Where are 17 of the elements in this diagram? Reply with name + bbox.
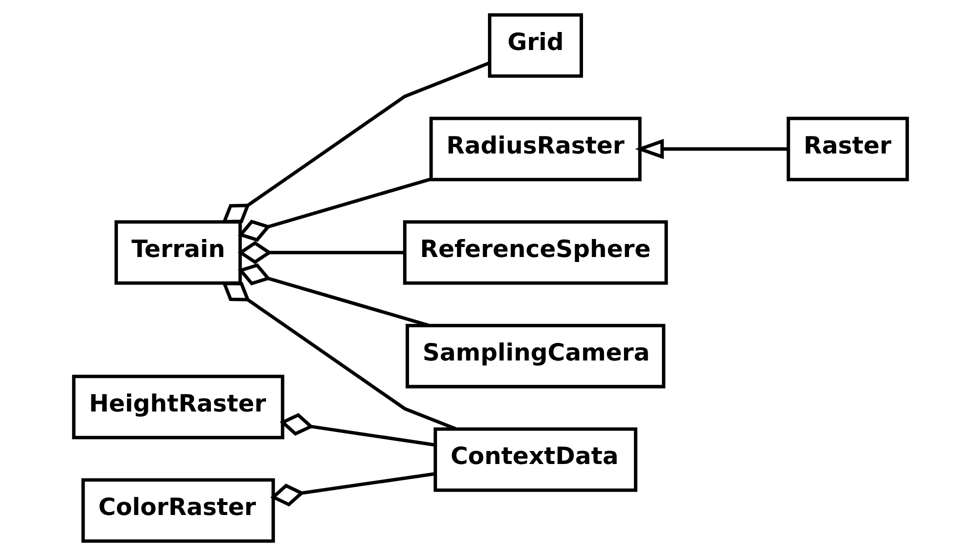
connector (221, 282, 456, 430)
node-box: HeightRaster (72, 374, 284, 440)
arrow (634, 138, 788, 160)
connector (221, 61, 490, 224)
node-box: Grid (487, 13, 582, 78)
node-box: Terrain (114, 220, 242, 285)
node-box: SamplingCamera (405, 324, 665, 388)
node-box: ReferenceSphere (402, 220, 668, 285)
node-box: Raster (786, 116, 908, 182)
connector (279, 412, 435, 447)
connector (270, 472, 435, 506)
connector (237, 241, 404, 264)
node-box: RadiusRaster (428, 116, 642, 182)
node-box: ColorRaster (80, 478, 274, 543)
connector (237, 263, 429, 327)
connector (237, 177, 431, 242)
node-box: ContextData (433, 427, 637, 492)
